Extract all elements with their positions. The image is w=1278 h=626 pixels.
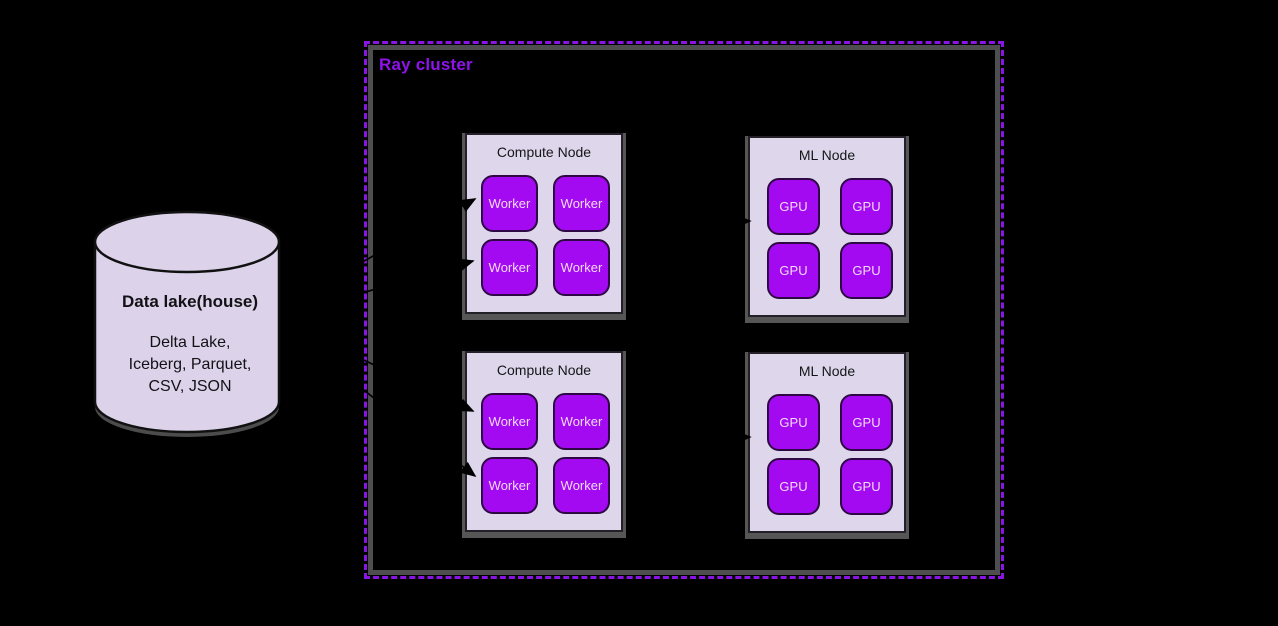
data-lake-format-line: Delta Lake, — [149, 334, 231, 351]
node-title: Compute Node — [496, 144, 592, 160]
compute-node-top: Compute Node Worker Worker Worker Worker — [465, 133, 623, 314]
data-lake-cylinder-icon — [93, 210, 281, 437]
worker-grid: Worker Worker Worker Worker — [481, 393, 610, 514]
ml-node-top: ML Node GPU GPU GPU GPU — [748, 136, 906, 317]
data-lake-label-block: Data lake(house) Delta Lake, Iceberg, Pa… — [97, 292, 283, 398]
gpu-box: GPU — [840, 458, 893, 515]
gpu-box: GPU — [767, 178, 820, 235]
worker-box: Worker — [553, 393, 610, 450]
gpu-box: GPU — [767, 394, 820, 451]
cylinder-body — [93, 242, 281, 434]
worker-box: Worker — [481, 175, 538, 232]
worker-box: Worker — [553, 175, 610, 232]
worker-box: Worker — [481, 457, 538, 514]
gpu-grid: GPU GPU GPU GPU — [767, 178, 893, 299]
gpu-box: GPU — [840, 242, 893, 299]
worker-box: Worker — [481, 239, 538, 296]
gpu-box: GPU — [767, 458, 820, 515]
worker-grid: Worker Worker Worker Worker — [481, 175, 610, 296]
cylinder-top — [93, 210, 281, 274]
data-lake-title: Data lake(house) — [121, 292, 259, 311]
worker-box: Worker — [553, 239, 610, 296]
gpu-box: GPU — [840, 178, 893, 235]
worker-box: Worker — [553, 457, 610, 514]
worker-box: Worker — [481, 393, 538, 450]
ray-cluster-title: Ray cluster — [379, 55, 473, 74]
ml-node-bottom: ML Node GPU GPU GPU GPU — [748, 352, 906, 533]
node-title: ML Node — [798, 363, 856, 379]
data-lake-formats: Delta Lake, Iceberg, Parquet, CSV, JSON — [97, 332, 283, 398]
data-lake-format-line: Iceberg, Parquet, — [128, 356, 252, 373]
node-title: Compute Node — [496, 362, 592, 378]
data-lake-format-line: CSV, JSON — [148, 378, 232, 395]
compute-node-bottom: Compute Node Worker Worker Worker Worker — [465, 351, 623, 532]
gpu-grid: GPU GPU GPU GPU — [767, 394, 893, 515]
gpu-box: GPU — [767, 242, 820, 299]
gpu-box: GPU — [840, 394, 893, 451]
node-title: ML Node — [798, 147, 856, 163]
